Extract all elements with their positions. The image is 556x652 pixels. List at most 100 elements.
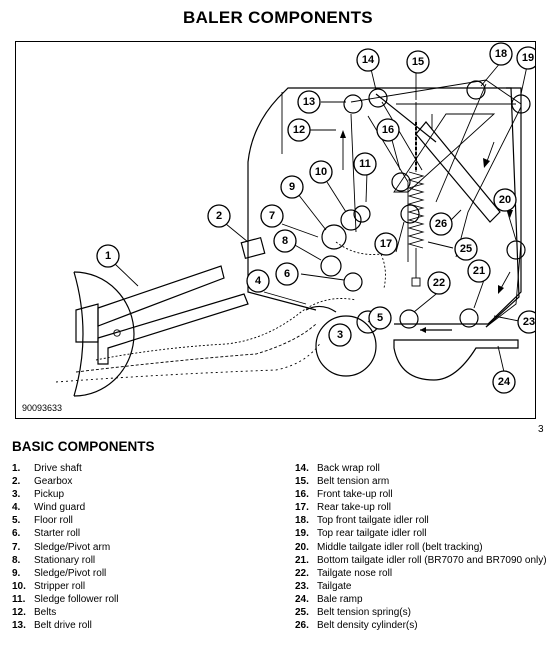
belt-tension-spring <box>407 171 425 287</box>
page-title: BALER COMPONENTS <box>183 8 373 27</box>
bale-ramp <box>393 339 519 381</box>
callout-22: 22 <box>427 271 451 295</box>
callout-24: 24 <box>492 370 516 394</box>
list-item: 17.Rear take-up roll <box>295 502 391 514</box>
sledge-follower-roll <box>353 205 371 223</box>
list-item: 13.Belt drive roll <box>12 620 92 632</box>
baler-drawing: 1 2 3 4 5 6 7 8 9 10 11 12 13 14 15 16 1… <box>55 42 535 397</box>
callout-14: 14 <box>356 48 380 72</box>
list-item: 23.Tailgate <box>295 580 352 592</box>
wind-guard <box>305 305 337 313</box>
svg-text:10: 10 <box>315 166 327 178</box>
list-item: 11.Sledge follower roll <box>12 593 119 605</box>
callout-23: 23 <box>517 310 535 334</box>
list-item: 18.Top front tailgate idler roll <box>295 515 429 527</box>
svg-text:20: 20 <box>499 194 511 206</box>
callout-3: 3 <box>328 323 352 347</box>
callout-13: 13 <box>297 90 321 114</box>
list-item: 21.Bottom tailgate idler roll (BR7070 an… <box>295 554 547 566</box>
components-list-right: 14.Back wrap roll 15.Belt tension arm 16… <box>295 462 547 632</box>
list-item: 3.Pickup <box>12 489 65 501</box>
callout-6: 6 <box>275 262 299 286</box>
belt-drive-roll <box>343 94 363 114</box>
list-item: 9.Sledge/Pivot roll <box>12 567 107 579</box>
list-item: 14.Back wrap roll <box>295 463 380 474</box>
figure-id: 90093633 <box>22 403 63 413</box>
front-take-up-roll <box>391 172 411 192</box>
svg-text:21: 21 <box>473 265 485 277</box>
back-wrap-roll <box>368 88 388 108</box>
stripper-roll <box>340 209 362 231</box>
svg-text:25: 25 <box>460 243 472 255</box>
svg-text:16: 16 <box>382 124 394 136</box>
rear-take-up-roll <box>400 204 420 224</box>
svg-text:17: 17 <box>380 238 392 250</box>
callout-21: 21 <box>467 259 491 283</box>
list-item: 2.Gearbox <box>12 476 73 488</box>
svg-text:18: 18 <box>495 48 507 60</box>
section-title: BASIC COMPONENTS <box>12 439 155 454</box>
svg-text:1: 1 <box>105 250 111 262</box>
svg-text:23: 23 <box>523 316 535 328</box>
tractor-wheel <box>73 271 135 397</box>
callout-25: 25 <box>454 237 478 261</box>
svg-text:22: 22 <box>433 277 445 289</box>
svg-text:15: 15 <box>412 56 424 68</box>
tongue <box>97 293 249 365</box>
callout-12: 12 <box>287 118 311 142</box>
callout-15: 15 <box>406 50 430 74</box>
list-item: 15.Belt tension arm <box>295 476 390 488</box>
callout-5: 5 <box>368 306 392 330</box>
list-item: 24.Bale ramp <box>295 593 363 605</box>
list-item: 4.Wind guard <box>12 502 86 514</box>
callout-11: 11 <box>353 152 377 176</box>
gearbox <box>240 236 266 260</box>
sledge-pivot-roll <box>321 224 347 250</box>
list-item: 10.Stripper roll <box>12 580 86 592</box>
pickup <box>315 315 377 377</box>
leader-lines <box>114 61 528 373</box>
callout-8: 8 <box>273 229 297 253</box>
page-number: 3 <box>538 424 544 435</box>
drive-shaft-coupler <box>75 303 99 343</box>
callout-2: 2 <box>207 204 231 228</box>
list-item: 19.Top rear tailgate idler roll <box>295 528 427 540</box>
belt-density-cylinder <box>415 121 501 223</box>
bottom-tailgate-idler-roll <box>459 308 479 328</box>
callout-4: 4 <box>246 269 270 293</box>
list-item: 1.Drive shaft <box>12 463 82 474</box>
svg-text:3: 3 <box>337 329 343 341</box>
crop-windrow <box>55 241 386 383</box>
baler-diagram: 1 2 3 4 5 6 7 8 9 10 11 12 13 14 15 16 1… <box>15 41 536 419</box>
svg-text:7: 7 <box>269 210 275 222</box>
svg-text:6: 6 <box>284 268 290 280</box>
callout-7: 7 <box>260 204 284 228</box>
svg-text:26: 26 <box>435 218 447 230</box>
tailgate <box>485 87 520 328</box>
svg-text:11: 11 <box>359 158 371 170</box>
top-rear-tailgate-idler-roll <box>511 94 531 114</box>
list-item: 6.Starter roll <box>12 528 81 540</box>
drive-shaft <box>97 265 225 327</box>
list-item: 5.Floor roll <box>12 515 73 527</box>
svg-text:8: 8 <box>282 235 288 247</box>
svg-text:14: 14 <box>362 54 375 66</box>
svg-text:24: 24 <box>498 376 511 388</box>
callout-19: 19 <box>516 46 535 70</box>
callout-1: 1 <box>96 244 120 268</box>
callout-16: 16 <box>376 118 400 142</box>
svg-text:12: 12 <box>293 124 305 136</box>
callout-20: 20 <box>493 188 517 212</box>
belt-outer <box>350 79 522 328</box>
callout-17: 17 <box>374 232 398 256</box>
starter-roll <box>343 272 363 292</box>
list-item: 26.Belt density cylinder(s) <box>295 620 418 632</box>
svg-text:13: 13 <box>303 96 315 108</box>
callout-26: 26 <box>429 212 453 236</box>
components-list-left: 1.Drive shaft 2.Gearbox 3.Pickup 4.Wind … <box>12 462 119 632</box>
callout-10: 10 <box>309 160 333 184</box>
stationary-roll <box>320 255 342 277</box>
top-front-tailgate-idler-roll <box>466 80 486 100</box>
list-item: 22.Tailgate nose roll <box>295 567 393 579</box>
list-item: 25.Belt tension spring(s) <box>295 607 411 619</box>
